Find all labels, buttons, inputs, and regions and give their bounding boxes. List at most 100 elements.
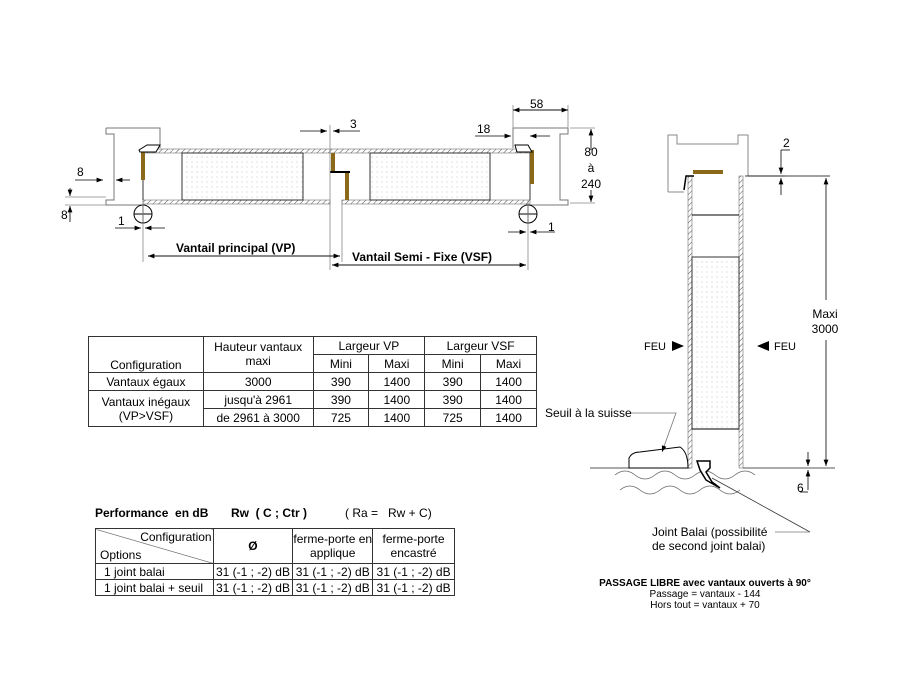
- table-row: 1 joint balai 31 (-1 ; -2) dB 31 (-1 ; -…: [95, 563, 455, 580]
- cell-vsf-mini: 390: [424, 390, 482, 409]
- plan-view-labels: 3 58 18 80 à 240 8 8 1 1 Vantail princip…: [61, 97, 601, 264]
- cell-value: 31 (-1 ; -2) dB: [372, 563, 455, 580]
- label-vantail-principal: Vantail principal (VP): [176, 241, 295, 255]
- performance-table: Configuration Options Ø ferme-porte en a…: [95, 528, 455, 596]
- cell-value: 31 (-1 ; -2) dB: [212, 563, 294, 580]
- feu-arrow-left-icon: [757, 341, 769, 351]
- header-applique: ferme-porte en applique: [292, 528, 374, 564]
- feu-arrow-right-icon: [672, 341, 684, 351]
- cell-value: 31 (-1 ; -2) dB: [292, 563, 374, 580]
- dim-18: 18: [477, 122, 491, 136]
- cell-option: 1 joint balai + seuil: [95, 579, 214, 596]
- feu-label-right: FEU: [774, 341, 796, 353]
- cell-vp-mini: 390: [312, 390, 370, 409]
- table-row: 1 joint balai + seuil 31 (-1 ; -2) dB 31…: [95, 579, 455, 596]
- dim-8-vertical: 8: [61, 208, 68, 222]
- section-view: [590, 134, 835, 533]
- performance-title-line: Performance en dB Rw ( C ; Ctr ) ( Ra = …: [95, 506, 432, 562]
- section-view-labels: 2 Maxi 3000 FEU FEU Seuil à la suisse 6 …: [545, 136, 839, 553]
- cell-hauteur: 3000: [202, 372, 314, 391]
- header-none: Ø: [212, 528, 294, 564]
- cell-vsf-maxi: 1400: [480, 390, 537, 409]
- cell-vsf-maxi: 1400: [480, 408, 537, 427]
- cell-vsf-maxi: 1400: [480, 372, 537, 391]
- vp-bottom-skin: [142, 199, 331, 205]
- header-configuration: Configuration: [88, 336, 204, 373]
- door-core: [691, 256, 740, 430]
- vsf-bottom-skin: [341, 199, 531, 205]
- left-frame: [105, 127, 161, 206]
- passage-line1: Passage = vantaux - 144: [649, 589, 761, 600]
- performance-ra: ( Ra = Rw + C): [345, 506, 432, 520]
- door-skin-right: [738, 175, 744, 469]
- header-config-options: Configuration Options: [95, 528, 214, 564]
- passage-libre-note: PASSAGE LIBRE avec vantaux ouverts à 90°…: [560, 578, 850, 611]
- table-row: de 2961 à 3000 725 1400 725 1400: [89, 408, 537, 427]
- cell-hauteur: jusqu'à 2961: [202, 390, 314, 409]
- dim-8-horizontal: 8: [77, 165, 84, 179]
- dim-a: à: [588, 161, 595, 175]
- dimensions-table: Configuration Hauteur vantaux maxi Large…: [88, 336, 537, 427]
- cell-vp-maxi: 1400: [368, 390, 426, 409]
- table-row: Vantaux inégaux (VP>VSF) jusqu'à 2961 39…: [88, 390, 537, 427]
- dim-1-left: 1: [118, 214, 125, 228]
- label-vantail-semi-fixe: Vantail Semi - Fixe (VSF): [352, 250, 492, 264]
- cell-vp-maxi: 1400: [368, 408, 426, 427]
- plan-view: [65, 105, 595, 270]
- floor-rubble: [614, 470, 756, 495]
- head-frame: [667, 134, 749, 192]
- seal: [345, 172, 349, 200]
- dim-240: 240: [581, 177, 601, 191]
- head-seal: [693, 170, 723, 174]
- header-largeur-vsf: Largeur VSF: [424, 336, 537, 355]
- door-skin-left: [687, 175, 693, 469]
- joint-label-line1: Joint Balai (possibilité: [652, 525, 768, 539]
- passage-line2: Hors tout = vantaux + 70: [650, 600, 760, 611]
- dim-3: 3: [350, 117, 357, 131]
- table-row: Vantaux égaux 3000 390 1400 390 1400: [88, 372, 537, 391]
- dim-80: 80: [584, 145, 598, 159]
- cell-value: 31 (-1 ; -2) dB: [292, 579, 374, 596]
- cell-vp-maxi: 1400: [368, 372, 426, 391]
- cell-value: 31 (-1 ; -2) dB: [212, 579, 294, 596]
- seal: [530, 150, 534, 184]
- maxi-label: Maxi: [812, 307, 837, 321]
- feu-label-left: FEU: [644, 341, 666, 353]
- joint-balai: [695, 460, 721, 489]
- cell-vsf-mini: 725: [424, 408, 482, 427]
- header-vp-mini: Mini: [312, 354, 370, 373]
- cell-config: Vantaux inégaux (VP>VSF): [88, 390, 204, 427]
- seal: [331, 153, 335, 173]
- cell-hauteur: de 2961 à 3000: [202, 408, 314, 427]
- dim-1-right: 1: [548, 220, 555, 234]
- cell-vp-mini: 725: [312, 408, 370, 427]
- header-hauteur: Hauteur vantaux maxi: [202, 336, 314, 373]
- cell-value: 31 (-1 ; -2) dB: [372, 579, 455, 596]
- header-vsf-mini: Mini: [424, 354, 482, 373]
- cell-vsf-mini: 390: [424, 372, 482, 391]
- dim-58: 58: [530, 97, 544, 111]
- vsf-core: [369, 152, 491, 201]
- header-options: Options: [100, 548, 142, 562]
- header-configuration: Configuration: [140, 530, 212, 544]
- passage-title: PASSAGE LIBRE avec vantaux ouverts à 90°: [599, 578, 811, 589]
- dim-2: 2: [783, 136, 790, 150]
- vp-core: [181, 152, 304, 201]
- threshold-seuil: [628, 446, 689, 469]
- cell-option: 1 joint balai: [95, 563, 214, 580]
- right-frame: [512, 127, 569, 206]
- seuil-label: Seuil à la suisse: [545, 406, 632, 420]
- joint-label-line2: de second joint balai): [652, 539, 765, 553]
- cell-config: Vantaux égaux: [88, 372, 204, 391]
- header-vp-maxi: Maxi: [368, 354, 426, 373]
- header-largeur-vp: Largeur VP: [312, 336, 426, 355]
- performance-rw: Rw ( C ; Ctr ): [231, 506, 307, 520]
- dim-6: 6: [797, 481, 804, 495]
- performance-title: Performance en dB: [95, 506, 209, 520]
- maxi-value: 3000: [812, 322, 839, 336]
- vsf-top-skin: [329, 148, 531, 154]
- cell-vp-mini: 390: [312, 372, 370, 391]
- seal: [141, 152, 145, 180]
